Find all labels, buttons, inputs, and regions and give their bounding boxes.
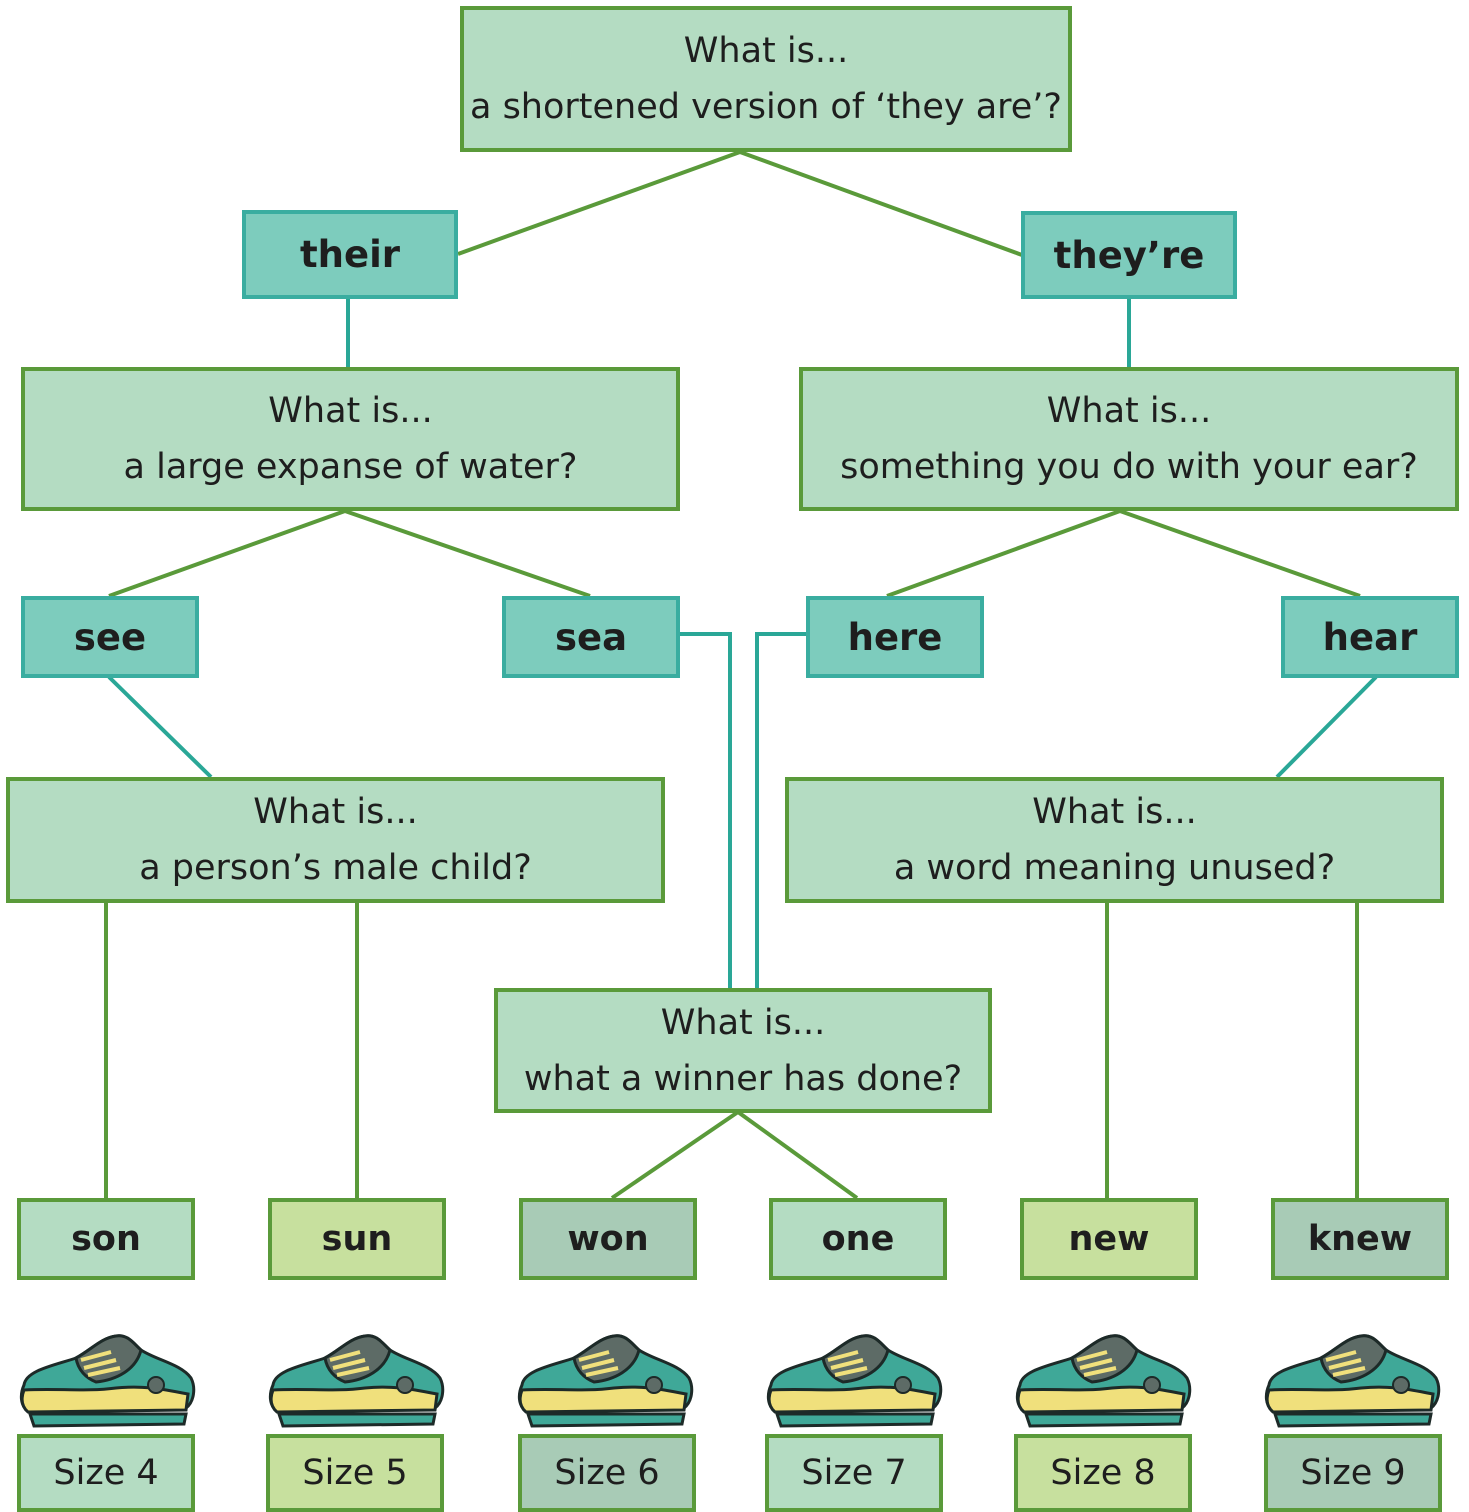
- size-label-7: Size 7: [765, 1434, 943, 1512]
- question-text: something you do with your ear?: [840, 447, 1418, 487]
- trainer-shoe-icon: [1015, 1333, 1192, 1428]
- final-word-new[interactable]: new: [1020, 1198, 1198, 1280]
- question-box-male-child: What is... a person’s male child?: [6, 777, 665, 903]
- question-heading: What is...: [683, 31, 849, 71]
- question-text: a shortened version of ‘they are’?: [470, 87, 1062, 127]
- question-text: a person’s male child?: [139, 848, 532, 888]
- final-word-sun[interactable]: sun: [268, 1198, 446, 1280]
- trainer-shoe-icon: [268, 1333, 445, 1428]
- trainer-shoe-icon: [1264, 1333, 1441, 1428]
- trainer-shoe-icon: [19, 1333, 196, 1428]
- trainer-shoe-icon: [766, 1333, 943, 1428]
- question-text: a word meaning unused?: [893, 848, 1336, 888]
- question-heading: What is...: [1046, 391, 1212, 431]
- question-box-unused: What is... a word meaning unused?: [785, 777, 1444, 903]
- size-label-8: Size 8: [1014, 1434, 1192, 1512]
- final-word-one[interactable]: one: [769, 1198, 947, 1280]
- question-text: what a winner has done?: [523, 1058, 963, 1099]
- trainer-shoe-icon: [517, 1333, 694, 1428]
- answer-their[interactable]: their: [242, 210, 458, 299]
- size-label-6: Size 6: [518, 1434, 696, 1512]
- question-box-winner: What is... what a winner has done?: [494, 988, 992, 1113]
- answer-see[interactable]: see: [21, 596, 199, 678]
- question-box-they-are: What is... a shortened version of ‘they …: [460, 6, 1072, 152]
- size-label-5: Size 5: [266, 1434, 444, 1512]
- question-heading: What is...: [268, 391, 433, 431]
- size-label-4: Size 4: [17, 1434, 195, 1512]
- question-text: a large expanse of water?: [123, 447, 578, 487]
- question-heading: What is...: [660, 1002, 826, 1043]
- question-heading: What is...: [1032, 792, 1197, 832]
- question-box-ear: What is... something you do with your ea…: [799, 367, 1459, 511]
- answer-here[interactable]: here: [806, 596, 984, 678]
- answer-hear[interactable]: hear: [1281, 596, 1459, 678]
- question-heading: What is...: [253, 792, 418, 832]
- size-label-9: Size 9: [1264, 1434, 1442, 1512]
- answer-sea[interactable]: sea: [502, 596, 680, 678]
- final-word-son[interactable]: son: [17, 1198, 195, 1280]
- question-box-water: What is... a large expanse of water?: [21, 367, 680, 511]
- final-word-knew[interactable]: knew: [1271, 1198, 1449, 1280]
- answer-theyre[interactable]: they’re: [1021, 211, 1237, 299]
- final-word-won[interactable]: won: [519, 1198, 697, 1280]
